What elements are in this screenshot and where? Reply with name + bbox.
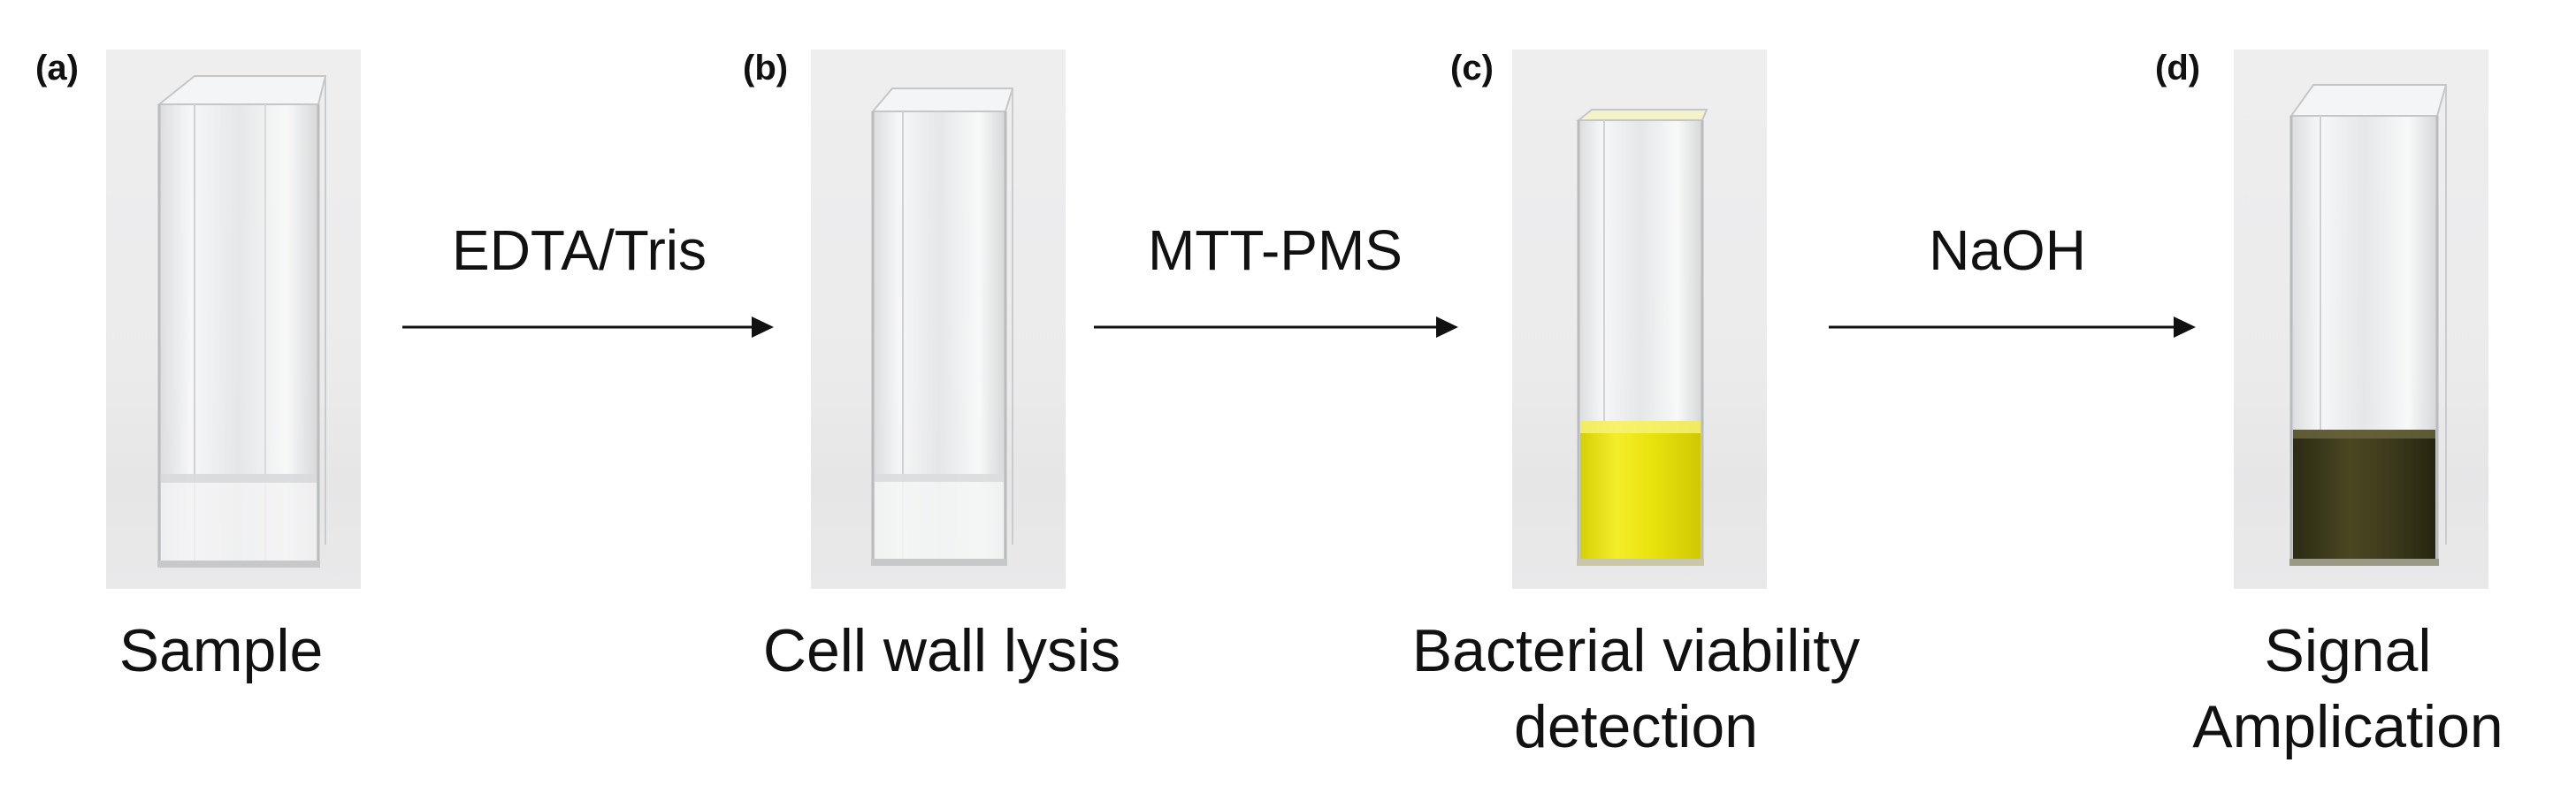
- cuvette-photo-amplification: [2234, 50, 2488, 589]
- panel-label-c: (c): [1450, 49, 1494, 88]
- cuvette-dark-icon: [2289, 84, 2448, 566]
- cuvette-clear-icon: [157, 75, 327, 568]
- arrow-right-icon: [1094, 317, 1458, 338]
- cuvette-yellow-icon: [1576, 109, 1708, 566]
- panel-label-b: (b): [743, 49, 789, 88]
- cuvette-photo-lysis: [811, 50, 1066, 589]
- caption-sample: Sample: [35, 613, 407, 689]
- arrow-right-icon: [1829, 317, 2196, 338]
- caption-line: Amplication: [2192, 693, 2503, 760]
- caption-line: Signal: [2264, 617, 2432, 684]
- reagent-label-edta-tris: EDTA/Tris: [452, 218, 707, 282]
- arrow-right-icon: [402, 317, 774, 338]
- panel-label-d: (d): [2155, 49, 2201, 88]
- caption-signal-amplication: Signal Amplication: [2122, 613, 2573, 765]
- caption-line: Bacterial viability: [1411, 617, 1861, 684]
- panel-label-a: (a): [35, 49, 79, 88]
- caption-line: Sample: [118, 617, 324, 684]
- cuvette-photo-sample: [106, 50, 361, 589]
- cuvette-clear-icon: [870, 88, 1014, 566]
- caption-line: Cell wall lysis: [762, 617, 1121, 684]
- caption-bacterial-viability: Bacterial viability detection: [1353, 613, 1919, 765]
- caption-cell-wall-lysis: Cell wall lysis: [707, 613, 1176, 689]
- cuvette-photo-viability: [1512, 50, 1767, 589]
- reagent-label-naoh: NaOH: [1929, 218, 2086, 282]
- caption-line: detection: [1514, 693, 1758, 760]
- reagent-label-mtt-pms: MTT-PMS: [1148, 218, 1403, 282]
